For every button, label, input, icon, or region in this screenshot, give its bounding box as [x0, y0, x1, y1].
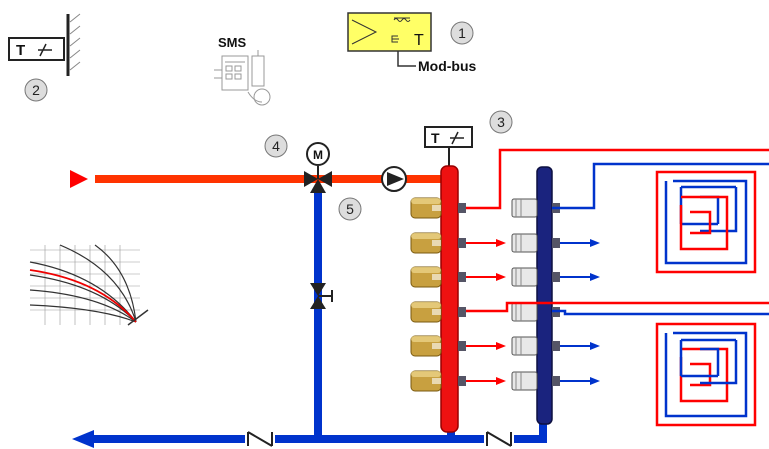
actuator-highlight: [411, 267, 441, 273]
return-valve: [511, 267, 538, 287]
return-arrow: [590, 239, 600, 247]
callout-4-number: 4: [272, 138, 280, 154]
supply-arrow: [496, 342, 506, 350]
controller-symbol: T: [414, 32, 424, 49]
circulation-pump: [381, 166, 407, 192]
callout-5: 5: [338, 197, 362, 221]
callout-1: 1: [450, 21, 474, 45]
manifold-thermostat: T: [424, 126, 473, 166]
bypass-valve: [310, 283, 333, 309]
supply-port: [458, 203, 466, 213]
supply-manifold: [440, 165, 459, 433]
room-thermostat-symbol: T: [16, 42, 25, 59]
supply-arrow: [496, 273, 506, 281]
callout-2-number: 2: [32, 82, 40, 98]
actuator-highlight: [411, 336, 441, 342]
floor-loop-lower: [466, 301, 769, 427]
modbus-label: Mod-bus: [418, 58, 477, 74]
return-valve: [511, 336, 538, 356]
sms-module: SMS: [214, 35, 271, 106]
actuator-cap: [432, 343, 441, 349]
supply-arrow: [496, 239, 506, 247]
actuator-cap: [432, 240, 441, 246]
actuator-highlight: [411, 233, 441, 239]
room-thermostat: T: [8, 13, 81, 76]
actuator-highlight: [411, 302, 441, 308]
supply-port: [458, 376, 466, 386]
floor-loop-upper: [466, 148, 769, 274]
actuator-highlight: [411, 371, 441, 377]
supply-arrow: [496, 377, 506, 385]
actuator-cap: [432, 274, 441, 280]
sms-label: SMS: [218, 35, 247, 50]
callout-3: 3: [489, 110, 513, 134]
mixing-valve-motor-symbol: M: [313, 148, 323, 162]
mixing-valve: M: [304, 142, 332, 193]
supply-inlet-arrow: [70, 170, 88, 188]
return-arrow: [590, 273, 600, 281]
return-port: [552, 341, 560, 351]
callout-4: 4: [264, 134, 288, 158]
check-valve-left: [245, 429, 275, 449]
manifold-thermostat-symbol: T: [431, 130, 440, 146]
return-port: [552, 272, 560, 282]
return-manifold: [536, 166, 553, 425]
phone-icon: [214, 50, 271, 106]
callout-2: 2: [24, 78, 48, 102]
return-arrow: [590, 342, 600, 350]
return-valve: [511, 198, 538, 218]
manifold-circuits: [410, 197, 600, 392]
return-pipe: [72, 187, 547, 448]
return-valve: [511, 233, 538, 253]
return-port: [552, 238, 560, 248]
callout-5-number: 5: [346, 201, 354, 217]
heating-curve-graph: [29, 244, 149, 326]
supply-port: [458, 238, 466, 248]
actuator-highlight: [411, 198, 441, 204]
callout-3-number: 3: [497, 114, 505, 130]
return-port: [552, 376, 560, 386]
return-valve: [511, 371, 538, 391]
return-arrow: [590, 377, 600, 385]
actuator-cap: [432, 309, 441, 315]
controller-unit: T Mod-bus: [347, 12, 477, 74]
actuator-cap: [432, 205, 441, 211]
callout-1-number: 1: [458, 25, 466, 41]
check-valve-right: [484, 429, 514, 449]
supply-port: [458, 272, 466, 282]
manifolds: [440, 165, 553, 433]
supply-port: [458, 341, 466, 351]
supply-port: [458, 307, 466, 317]
actuator-cap: [432, 378, 441, 384]
